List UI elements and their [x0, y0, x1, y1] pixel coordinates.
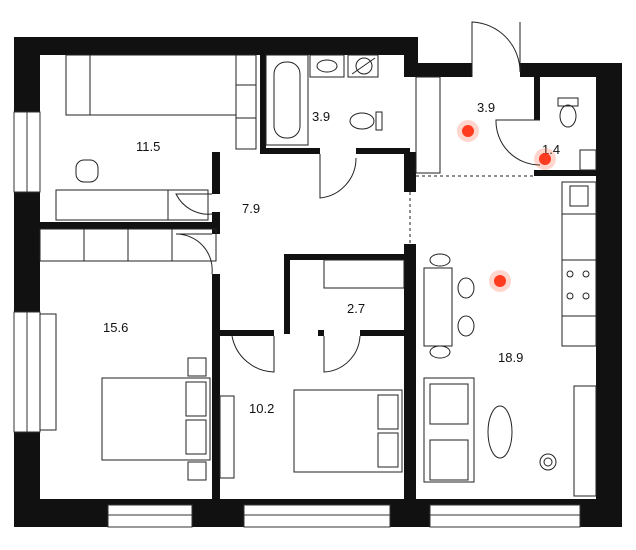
furniture [39, 54, 597, 497]
location-marker-entry[interactable] [457, 120, 479, 142]
room-labels: 11.5 3.9 3.9 1.4 7.9 2.7 15.6 10.2 18.9 [103, 100, 560, 416]
location-marker-toilet[interactable] [534, 148, 556, 170]
doors [175, 21, 541, 373]
interior-walls [40, 55, 596, 504]
room-area-hall-entry: 3.9 [477, 100, 495, 115]
location-marker-kitchen[interactable] [489, 270, 511, 292]
room-area-bedroom-center: 10.2 [249, 401, 274, 416]
windows [13, 111, 581, 528]
room-area-storage: 2.7 [347, 301, 365, 316]
room-area-bathroom: 3.9 [312, 109, 330, 124]
window-lines [26, 112, 580, 516]
room-area-kitchen-living: 18.9 [498, 350, 523, 365]
room-area-hallway: 7.9 [242, 201, 260, 216]
room-area-bedroom-left: 15.6 [103, 320, 128, 335]
room-area-bedroom-top-left: 11.5 [136, 139, 160, 154]
